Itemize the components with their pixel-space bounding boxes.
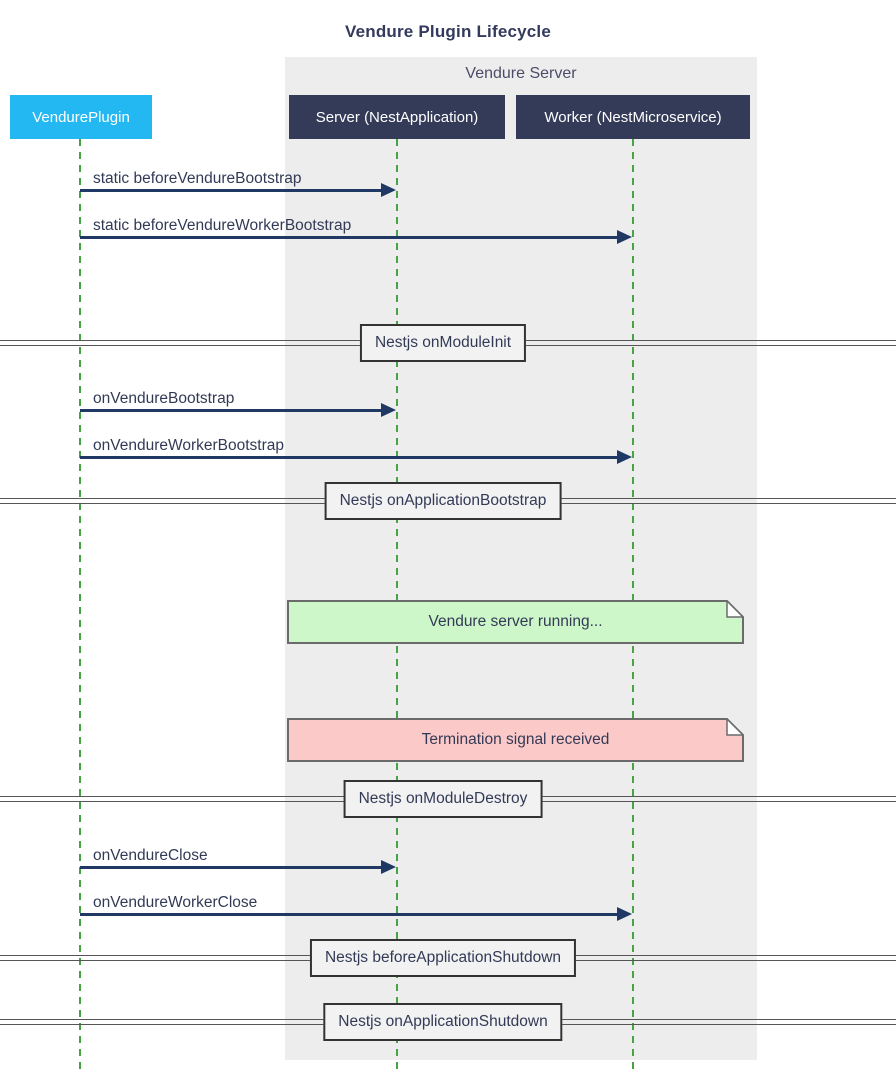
arrowhead-icon	[381, 860, 396, 874]
diagram-title: Vendure Plugin Lifecycle	[344, 22, 552, 41]
divider-label: Nestjs onModuleDestroy	[343, 780, 543, 818]
message-label: onVendureWorkerBootstrap	[93, 437, 284, 454]
message-label: onVendureClose	[93, 847, 208, 864]
arrowhead-icon	[617, 230, 632, 244]
participant-group-label: Vendure Server	[465, 65, 577, 82]
arrowhead-icon	[381, 403, 396, 417]
participant-vendureplugin: VendurePlugin	[10, 95, 152, 139]
note-server-running: Vendure server running...	[287, 600, 744, 644]
note-label: Termination signal received	[421, 731, 610, 748]
message-label: static beforeVendureWorkerBootstrap	[93, 217, 352, 234]
participant-server: Server (NestApplication)	[289, 95, 505, 139]
message-label: onVendureBootstrap	[93, 390, 235, 407]
message-label: onVendureWorkerClose	[93, 894, 258, 911]
note-label: Vendure server running...	[428, 613, 603, 630]
arrowhead-icon	[381, 183, 396, 197]
participant-label: Server (NestApplication)	[315, 108, 479, 126]
note-fold-corner	[726, 718, 744, 736]
note-fold-corner	[726, 600, 744, 618]
message-line	[80, 189, 390, 192]
participant-worker: Worker (NestMicroservice)	[516, 95, 750, 139]
note-shape	[287, 718, 744, 762]
divider-label: Nestjs beforeApplicationShutdown	[309, 939, 577, 977]
lifeline-vendureplugin	[79, 139, 81, 1069]
participant-label: Worker (NestMicroservice)	[544, 108, 722, 126]
divider-label: Nestjs onModuleInit	[359, 324, 527, 362]
note-shape	[287, 600, 744, 644]
message-label: static beforeVendureBootstrap	[93, 170, 302, 187]
message-line	[80, 236, 626, 239]
divider-label: Nestjs onApplicationShutdown	[323, 1003, 563, 1041]
message-line	[80, 409, 390, 412]
note-termination-signal: Termination signal received	[287, 718, 744, 762]
participant-group-box	[285, 57, 757, 1060]
participant-label: VendurePlugin	[32, 108, 130, 126]
message-line	[80, 866, 390, 869]
message-line	[80, 913, 626, 916]
arrowhead-icon	[617, 450, 632, 464]
message-line	[80, 456, 626, 459]
divider-label: Nestjs onApplicationBootstrap	[324, 482, 562, 520]
arrowhead-icon	[617, 907, 632, 921]
